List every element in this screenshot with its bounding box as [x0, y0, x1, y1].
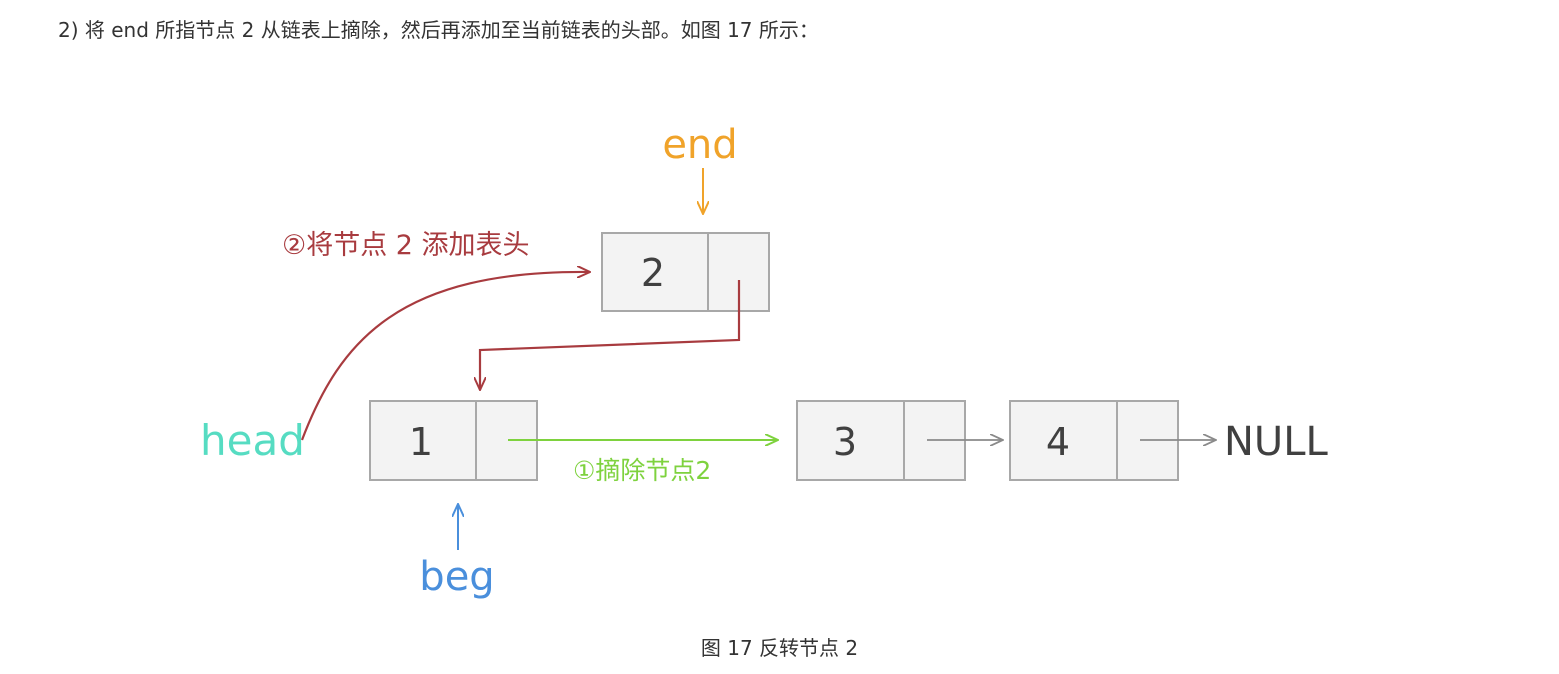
node-1-value: 1 [409, 420, 433, 464]
node-3-value: 3 [833, 420, 857, 464]
add-head-arrow [300, 272, 590, 441]
node-2-value: 2 [641, 251, 665, 295]
node-2-next-arrow [480, 280, 741, 390]
step-add-head-label: ②将节点 2 添加表头 [282, 230, 530, 261]
step-remove-label: ①摘除节点2 [573, 456, 711, 485]
node-4-data-cell [1009, 400, 1118, 481]
node-2: 2 [601, 232, 770, 312]
node-4-value: 4 [1046, 420, 1070, 464]
node-3-data-cell [796, 400, 905, 481]
null-label: NULL [1224, 419, 1328, 465]
node-3: 3 [796, 400, 966, 481]
head-label: head [200, 416, 305, 465]
intro-paragraph: 2) 将 end 所指节点 2 从链表上摘除，然后再添加至当前链表的头部。如图 … [58, 18, 819, 42]
node-2-data-cell [601, 232, 709, 312]
beg-label: beg [419, 554, 494, 600]
figure-caption: 图 17 反转节点 2 [700, 636, 859, 660]
end-label: end [662, 122, 737, 168]
